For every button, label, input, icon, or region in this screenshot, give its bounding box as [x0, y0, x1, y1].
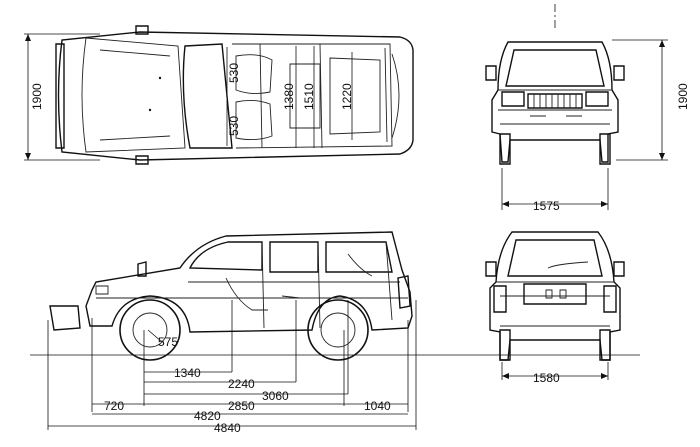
dim-1340: 1340 — [174, 366, 201, 380]
top-view: 1900 530 530 1380 1510 1220 — [24, 25, 414, 165]
rear-view: 1580 — [440, 231, 640, 385]
dim-interior-width-front: 1380 — [282, 83, 296, 110]
dim-length-b: 4840 — [214, 421, 241, 435]
dim-front-track: 1575 — [533, 199, 560, 213]
dim-wheelbase: 2850 — [228, 399, 255, 413]
dim-length-a: 4820 — [194, 409, 221, 423]
dim-interior-width-rear: 1220 — [340, 83, 354, 110]
dim-seat-width-front-b: 530 — [227, 116, 241, 136]
front-view: 1575 1900 — [485, 4, 690, 213]
dim-rear-overhang: 1040 — [364, 399, 391, 413]
dim-seat-width-front-a: 530 — [227, 63, 241, 83]
dim-2240: 2240 — [228, 377, 255, 391]
dim-front-overhang: 720 — [104, 399, 124, 413]
dim-rear-track: 1580 — [533, 371, 560, 385]
dim-front-width: 1900 — [676, 83, 690, 110]
side-view: 575 1340 2240 3060 720 2850 1040 4820 48… — [30, 231, 440, 435]
dim-top-width: 1900 — [30, 83, 44, 110]
dim-3060: 3060 — [262, 389, 289, 403]
dim-interior-width-mid: 1510 — [302, 83, 316, 110]
dim-ground-clearance: 575 — [158, 335, 178, 349]
